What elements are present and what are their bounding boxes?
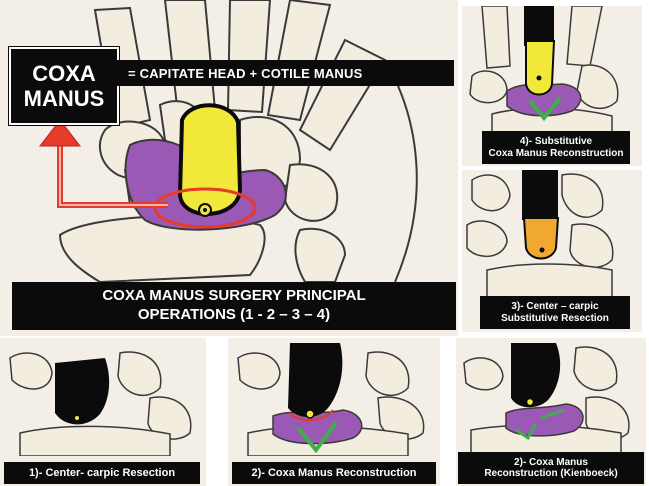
capitate-head (180, 105, 240, 214)
metacarpal-3 (228, 0, 270, 112)
panel1-drawing (0, 338, 206, 456)
panel4-drawing (462, 6, 642, 136)
manus-word: MANUS (24, 86, 105, 111)
metacarpal-2 (165, 0, 215, 115)
capitate-black (522, 170, 558, 220)
panel-substitutive-reconstruction: 4)- Substitutive Coxa Manus Reconstructi… (462, 6, 642, 166)
resection-black (55, 358, 109, 424)
panel4-caption: 4)- Substitutive Coxa Manus Reconstructi… (482, 131, 630, 164)
equation-bar: = CAPITATE HEAD + COTILE MANUS (114, 60, 454, 86)
panel4-caption-line2: Coxa Manus Reconstruction (488, 148, 623, 160)
panel3-drawing (462, 170, 642, 300)
triquetrum (285, 164, 337, 221)
panel2-caption-text: 2)- Coxa Manus Reconstruction (251, 467, 416, 480)
ulna (295, 229, 345, 282)
panel2k-caption: 2)- Coxa Manus Reconstruction (Kienboeck… (458, 452, 644, 484)
capitate-yellow-graft (526, 41, 554, 95)
panel2-caption: 2)- Coxa Manus Reconstruction (232, 462, 436, 484)
panel-center-carpic-resection: 1)- Center- carpic Resection (0, 338, 206, 486)
coxa-manus-box: COXA MANUS (9, 47, 119, 125)
panel2k-drawing (456, 338, 646, 454)
panel3-caption-line2: Substitutive Resection (501, 313, 609, 325)
capitate-black (288, 343, 342, 417)
panel-kienboeck-reconstruction: 2)- Coxa Manus Reconstruction (Kienboeck… (456, 338, 646, 486)
panel2k-caption-line1: 2)- Coxa Manus (514, 457, 588, 469)
panel1-caption-text: 1)- Center- carpic Resection (29, 467, 175, 480)
panel2-drawing (228, 338, 440, 456)
main-caption: COXA MANUS SURGERY PRINCIPAL OPERATIONS … (12, 282, 456, 330)
capitate-black (511, 343, 560, 407)
capitate-orange-graft (524, 218, 558, 259)
coxa-word: COXA (32, 61, 96, 86)
panel-substitutive-resection: 3)- Center – carpic Substitutive Resecti… (462, 170, 642, 332)
panel3-caption: 3)- Center – carpic Substitutive Resecti… (480, 296, 630, 329)
panel4-caption-line1: 4)- Substitutive (520, 136, 592, 148)
main-caption-line1: COXA MANUS SURGERY PRINCIPAL (12, 287, 456, 306)
panel-coxa-manus-reconstruction: 2)- Coxa Manus Reconstruction (228, 338, 440, 486)
panel1-caption: 1)- Center- carpic Resection (4, 462, 200, 484)
main-caption-line2: OPERATIONS (1 - 2 – 3 – 4) (12, 306, 456, 325)
panel2k-caption-line2: Reconstruction (Kienboeck) (484, 468, 617, 480)
panel3-caption-line1: 3)- Center – carpic (511, 301, 598, 313)
hand-outline-right (385, 60, 417, 282)
